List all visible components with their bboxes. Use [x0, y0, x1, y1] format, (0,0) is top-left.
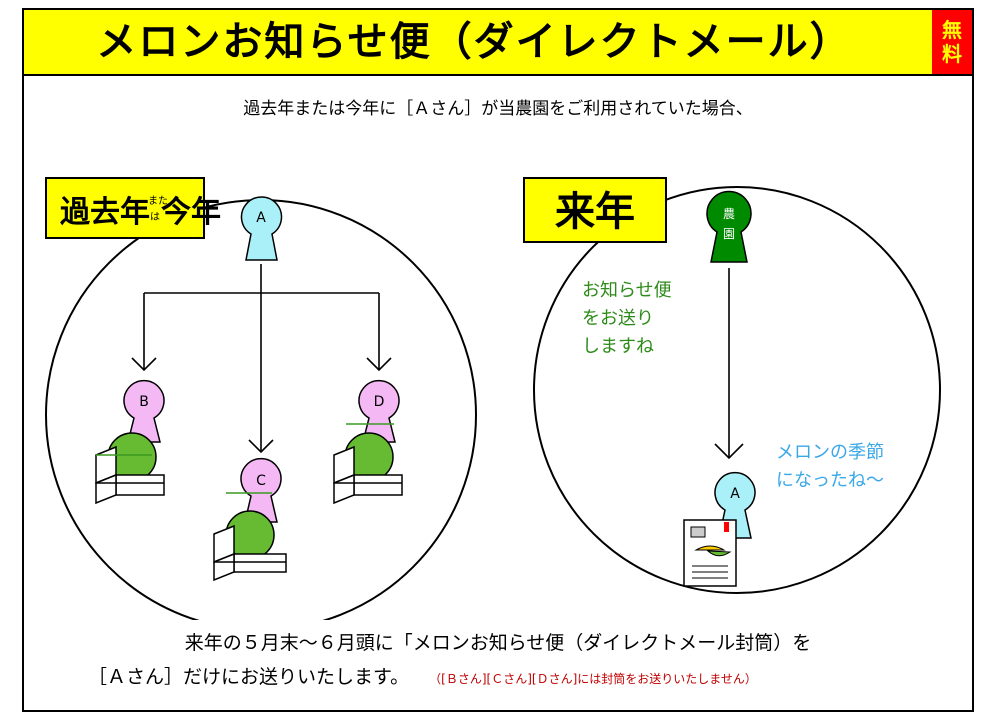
melon-box-b	[95, 432, 165, 505]
farm-message: お知らせ便 をお送り しますね	[582, 280, 672, 357]
right-circle	[533, 186, 941, 594]
farm-icon: 農 園	[706, 190, 752, 263]
distribution-arrows	[131, 264, 392, 454]
left-label-small2: は	[150, 211, 160, 223]
farm-message-line1: お知らせ便	[582, 280, 672, 301]
footer-line1: 来年の５月末～６月頭に「メロンお知らせ便（ダイレクトメール封筒）を	[184, 632, 812, 654]
footer-line2-wrapper: ［Ａさん］だけにお送りいたします。 （[Ｂさん][Ｃさん][Ｄさん]には封筒をお…	[88, 662, 757, 689]
mail-arrow	[714, 268, 744, 460]
right-label-box: 来年	[523, 177, 667, 243]
left-label-box: 過去年 また は 今年	[45, 177, 221, 239]
farm-icon-line2: 園	[723, 227, 735, 241]
person-a-icon: A	[240, 196, 283, 261]
person-d-icon: D	[358, 380, 400, 443]
mail-envelope-icon	[683, 519, 737, 587]
left-label-main2: 今年	[161, 195, 221, 230]
person-c-label: C	[256, 473, 266, 489]
diagram-svg: 過去年 また は 今年 A B	[45, 177, 941, 620]
free-badge: 無 料	[932, 10, 972, 74]
farm-message-line2: をお送り	[582, 308, 654, 329]
melon-box-c	[213, 492, 287, 582]
header-bar: メロンお知らせ便（ダイレクトメール） 無 料	[24, 10, 972, 76]
intro-text: 過去年または今年に［Ａさん］が当農園をご利用されていた場合、	[243, 99, 753, 119]
person-b-label: B	[139, 394, 149, 410]
person-c-icon: C	[240, 458, 282, 523]
melon-box-d	[333, 423, 403, 505]
a-message-line2: になったね～	[776, 470, 884, 491]
free-badge-line1: 無	[942, 18, 962, 42]
a-message-line1: メロンの季節	[776, 442, 884, 463]
farm-message-line3: しますね	[582, 336, 654, 357]
person-b-icon: B	[123, 380, 165, 443]
flyer-frame: メロンお知らせ便（ダイレクトメール） 無 料 過去年または今年に［Ａさん］が当農…	[22, 8, 974, 712]
left-label-small1: また	[148, 195, 168, 207]
person-a-recipient-label: A	[730, 486, 740, 502]
farm-icon-line1: 農	[723, 207, 735, 221]
person-d-label: D	[374, 394, 385, 410]
free-badge-line2: 料	[942, 42, 962, 66]
left-label-main1: 過去年	[60, 195, 150, 230]
a-message: メロンの季節 になったね～	[776, 442, 884, 491]
person-a-label: A	[256, 210, 266, 226]
page-title: メロンお知らせ便（ダイレクトメール）	[96, 19, 852, 65]
footer-line2: ［Ａさん］だけにお送りいたします。	[88, 666, 410, 688]
footer-note: （[Ｂさん][Ｃさん][Ｄさん]には封筒をお送りいたしません）	[429, 672, 757, 686]
right-label-text: 来年	[555, 189, 635, 235]
